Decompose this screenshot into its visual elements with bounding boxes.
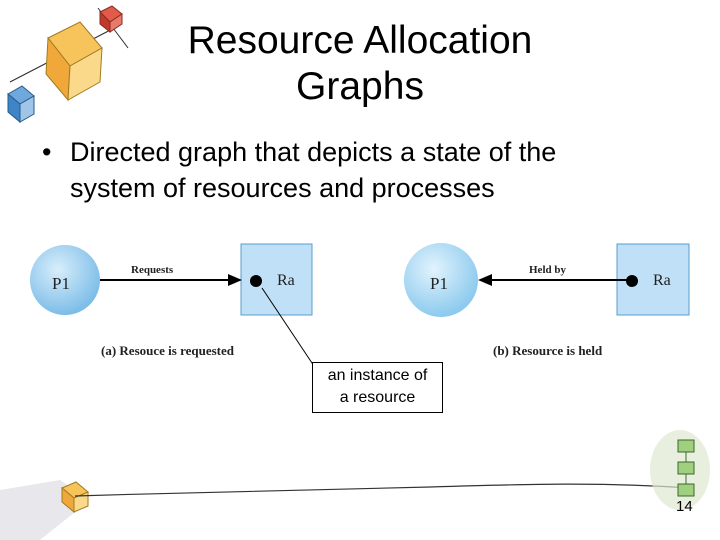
decorative-cubes-icon (7, 5, 129, 124)
edge-label-a: Requests (131, 264, 174, 276)
diagram-b (404, 243, 690, 317)
title-line-1: Resource Allocation (187, 19, 533, 62)
callout-line-2: a resource (339, 389, 416, 406)
callout-line-1: an instance of (327, 367, 428, 384)
resource-label-a: Ra (277, 272, 295, 289)
bullet-line-1: Directed graph that depicts a state of t… (70, 137, 557, 167)
resource-instance-dot-b (626, 275, 638, 287)
process-node-b (404, 243, 478, 317)
bullet-text: Directed graph that depicts a state of t… (70, 134, 680, 206)
held-arrowhead-b (478, 274, 492, 286)
decorative-stack-icon (650, 430, 710, 510)
request-arrowhead-a (228, 274, 242, 286)
page-number: 14 (676, 498, 693, 515)
edge-label-b: Held by (529, 264, 566, 276)
process-label-a: P1 (52, 274, 70, 293)
slide-title: Resource Allocation Graphs (110, 18, 610, 110)
resource-label-b: Ra (653, 272, 671, 289)
title-line-2: Graphs (296, 65, 424, 108)
process-label-b: P1 (430, 274, 448, 293)
callout-pointer (261, 287, 319, 373)
bullet-line-2: system of resources and processes (70, 173, 495, 203)
diagram-a (30, 243, 313, 316)
resource-instance-dot-a (250, 275, 262, 287)
caption-a: (a) Resouce is requested (101, 343, 235, 358)
decorative-hand-cube-icon (0, 480, 90, 540)
caption-b: (b) Resource is held (493, 343, 603, 358)
bullet-dot: • (42, 137, 52, 167)
process-node-a (30, 245, 100, 315)
resource-instance-callout: an instance of a resource (312, 362, 443, 413)
footer-line (74, 483, 691, 497)
